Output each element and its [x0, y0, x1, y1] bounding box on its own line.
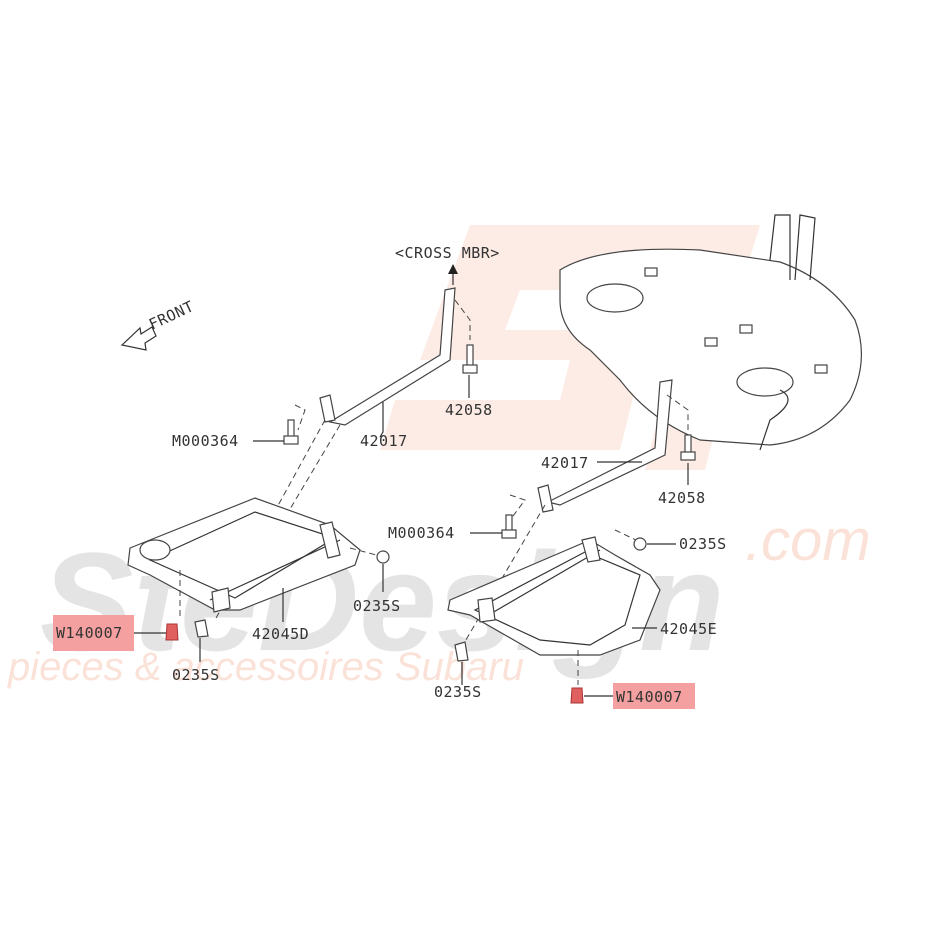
- w140007-left-highlight: [53, 615, 134, 651]
- 42017-right-label: 42017: [541, 454, 589, 472]
- protector-42045d: [127, 497, 361, 613]
- w140007-right-label[interactable]: W140007: [616, 688, 683, 706]
- 42058-right-label: 42058: [658, 489, 706, 507]
- 0235s-right-top-label: 0235S: [679, 535, 727, 553]
- 42045d-label: 42045D: [252, 625, 309, 643]
- watermark-tagline: pieces & accessoires Subaru: [7, 645, 524, 689]
- 0235s-left-bottom-label: 0235S: [172, 666, 220, 684]
- tank-band-left: [328, 287, 456, 426]
- w140007-left-clip[interactable]: [165, 623, 179, 641]
- front-arrow-icon: [120, 326, 157, 351]
- w140007-left-label[interactable]: W140007: [56, 624, 123, 642]
- 0235s-left-mid-label: 0235S: [353, 597, 401, 615]
- tank-band-right: [546, 379, 673, 506]
- 42045e-label: 42045E: [660, 620, 717, 638]
- front-indicator: FRONT: [120, 297, 197, 351]
- w140007-right-highlight: [613, 683, 695, 709]
- arrow-up-icon: [448, 264, 458, 274]
- front-label: FRONT: [146, 297, 197, 333]
- 42017-left-label: 42017: [360, 432, 408, 450]
- nut-icon: [376, 550, 390, 564]
- watermark-domain: .com: [745, 508, 871, 573]
- m000364-right-label: M000364: [388, 524, 455, 542]
- protector-42045e: [447, 536, 661, 656]
- 0235s-right-bottom-label: 0235S: [434, 683, 482, 701]
- cross-mbr-label: <CROSS MBR>: [395, 244, 500, 262]
- m000364-left-label: M000364: [172, 432, 239, 450]
- w140007-right-clip[interactable]: [570, 687, 584, 704]
- clip-icon: [194, 619, 209, 638]
- 42058-left-label: 42058: [445, 401, 493, 419]
- fuel-tank: [559, 214, 862, 451]
